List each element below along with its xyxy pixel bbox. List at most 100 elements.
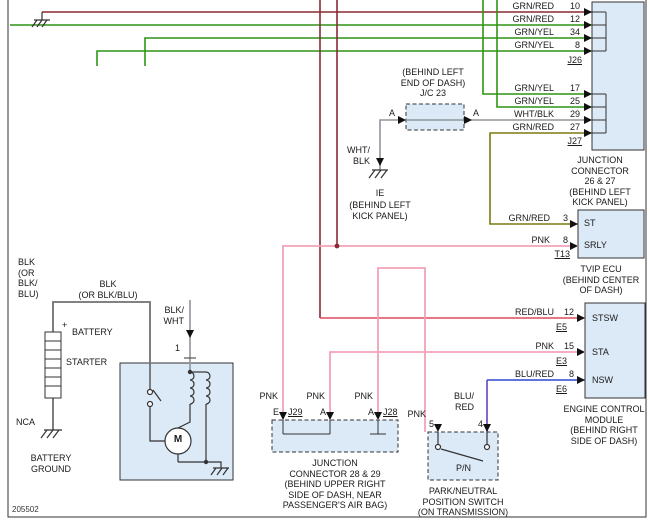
connector-id-e5: E5 — [556, 322, 568, 332]
pin-label: 34 — [569, 27, 580, 37]
connector-id-e3: E3 — [556, 356, 568, 366]
wire-label: GRN/YEL — [514, 27, 554, 37]
pin-label: 29 — [569, 109, 580, 119]
wire-label: GRN/RED — [512, 1, 554, 11]
pin-label: 8 — [574, 40, 580, 50]
wire-label-pnk: PNK — [354, 391, 373, 401]
caption-junction-connector-2829: JUNCTION CONNECTOR 28 & 29 (BEHIND UPPER… — [282, 458, 388, 510]
pin-label: 12 — [563, 307, 574, 317]
starter-coil-2 — [205, 371, 211, 405]
terminal-st: ST — [584, 218, 596, 228]
wire-label: WHT/BLK — [513, 109, 554, 119]
document-number: 205502 — [12, 505, 39, 514]
terminal-sta: STA — [592, 347, 609, 357]
contact-label-pn: P/N — [456, 463, 472, 473]
wire-grn-yel-34 — [144, 37, 592, 66]
starter-coil-1 — [189, 371, 195, 405]
connector-id-j28: J28 — [383, 407, 398, 417]
wire-label: GRN/RED — [512, 14, 554, 24]
caption-tvip-ecu: TVIP ECU (BEHIND CENTER OF DASH) — [562, 264, 640, 295]
ground-symbols — [31, 12, 388, 476]
connector-id-j26: J26 — [567, 55, 582, 65]
jc2829-bus-bars — [282, 420, 386, 435]
connector-id-t13: T13 — [554, 249, 570, 259]
starter-label: STARTER — [66, 357, 108, 367]
wire-label: BLU/RED — [514, 369, 554, 379]
wire-label-blk-left: BLK (OR BLK/ BLU) — [18, 257, 39, 299]
battery-symbol — [44, 331, 62, 399]
nca-label: NCA — [16, 417, 36, 427]
wire-label: PNK — [531, 235, 550, 245]
pin-label: 25 — [569, 96, 580, 106]
starter-box — [119, 362, 234, 481]
jc23-pin-right: A — [473, 108, 480, 118]
ground-id-ie: IE — [375, 188, 385, 198]
jc23-pin-left: A — [389, 108, 396, 118]
pin-label: 3 — [562, 213, 568, 223]
wire-label-blu-red: BLU/ RED — [453, 391, 474, 412]
wire-battery-positive — [52, 301, 151, 389]
pin-label-5: 5 — [428, 419, 434, 429]
ground-battery — [40, 429, 62, 439]
wire-label-pnk: PNK — [306, 391, 325, 401]
ecm-box — [584, 302, 646, 399]
wire-label: RED/BLU — [514, 307, 554, 317]
pin-label: 27 — [569, 122, 580, 132]
jc23-box — [405, 103, 465, 131]
jc2627-bus-bars — [592, 11, 607, 134]
wire-label: GRN/YEL — [514, 40, 554, 50]
terminal-nsw: NSW — [592, 375, 613, 385]
battery-plus-sign: + — [62, 320, 68, 330]
pin-label: 15 — [563, 341, 574, 351]
ground-top-left — [31, 12, 50, 28]
starter-internals — [146, 357, 222, 468]
wire-grn-yel-25 — [496, 0, 592, 108]
page-frame — [7, 0, 647, 518]
junction-connector-2627-box — [591, 1, 645, 151]
wire-label-blk-top: BLK (OR BLK/BLU) — [78, 279, 138, 300]
pin-label: 10 — [569, 1, 580, 11]
connector-id-j27: J27 — [567, 136, 582, 146]
ground-starter — [210, 467, 229, 476]
wires — [10, 0, 592, 432]
pin-label: 12 — [569, 14, 580, 24]
starter-pin-1: 1 — [175, 343, 181, 353]
pin-label: 8 — [568, 369, 574, 379]
pin-label-4: 4 — [477, 419, 483, 429]
wire-grn-yel-17 — [482, 0, 592, 95]
connector-id-e6: E6 — [556, 384, 568, 394]
junction-dots — [334, 243, 340, 249]
wire-label-wht-blk: WHT/ BLK — [347, 145, 370, 166]
wire-label: PNK — [535, 341, 554, 351]
caption-battery-ground: BATTERY GROUND — [30, 453, 72, 474]
wire-label-blk-wht: BLK/ WHT — [163, 305, 185, 326]
wire-wht-blk-29 — [379, 119, 592, 170]
pin-label-a: A — [367, 407, 374, 417]
caption-park-neutral-switch: PARK/NEUTRAL POSITION SWITCH (ON TRANSMI… — [417, 486, 509, 517]
wire-label: GRN/YEL — [514, 83, 554, 93]
pnp-switch-blade — [440, 448, 484, 462]
wire-pnk-srly — [282, 245, 578, 420]
connector-arrows — [186, 8, 592, 432]
ground-ie — [368, 169, 388, 179]
wire-grn-yel-8 — [96, 50, 592, 66]
pin-label-a: A — [319, 407, 326, 417]
pin-label: 17 — [569, 83, 580, 93]
caption-ie-ground: (BEHIND LEFT KICK PANEL) — [349, 200, 411, 221]
wire-label-pnk: PNK — [259, 391, 278, 401]
tvip-ecu-box — [577, 209, 645, 259]
wire-grn-red-27-st — [489, 132, 592, 225]
pnp-switch-internals — [434, 432, 491, 462]
park-neutral-switch-box — [427, 431, 499, 481]
caption-junction-connector-2627: JUNCTION CONNECTOR 26 & 27 (BEHIND LEFT … — [569, 155, 631, 207]
connector-id-j29: J29 — [288, 407, 303, 417]
wire-label: GRN/RED — [512, 122, 554, 132]
junction-connector-2829-box — [271, 419, 399, 453]
wire-pnk-sta — [329, 351, 585, 420]
wire-label: GRN/YEL — [514, 96, 554, 106]
terminal-srly: SRLY — [584, 240, 607, 250]
pin-label-e: E — [272, 407, 279, 417]
caption-jc23: (BEHIND LEFT END OF DASH) J/C 23 — [400, 67, 466, 98]
